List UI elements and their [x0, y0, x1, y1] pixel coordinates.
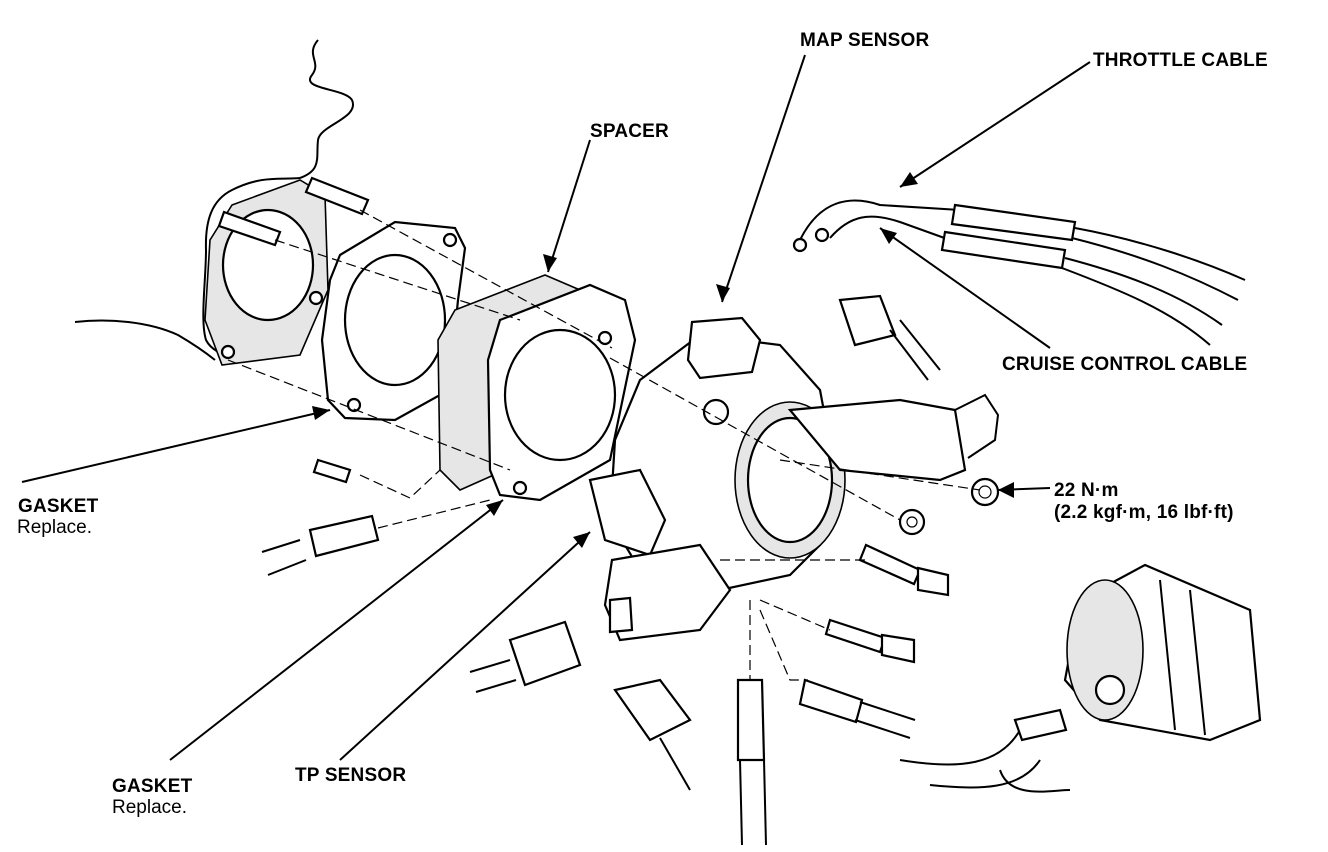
manifold-studs — [217, 176, 370, 247]
gasket-1-part — [320, 220, 467, 422]
alignment-lines — [227, 209, 981, 681]
intake-duct-part — [899, 563, 1262, 793]
gasket-1-note: Replace. — [17, 517, 92, 538]
torque-value-label: 22 N·m — [1054, 480, 1119, 501]
cruise-control-cable-label: CRUISE CONTROL CABLE — [1002, 354, 1248, 375]
throttle-body-part — [588, 316, 1000, 642]
fasteners — [312, 458, 1000, 664]
tp-sensor-label: TP SENSOR — [295, 765, 407, 786]
gasket-1-label: GASKET — [18, 496, 99, 517]
cables — [792, 199, 1246, 346]
throttle-cable-label: THROTTLE CABLE — [1093, 50, 1268, 71]
gasket-2-note: Replace. — [112, 797, 187, 818]
spacer-label: SPACER — [590, 121, 669, 142]
spacer-part — [437, 274, 637, 502]
gasket-2-label: GASKET — [112, 776, 193, 797]
torque-detail-label: (2.2 kgf·m, 16 lbf·ft) — [1054, 502, 1234, 523]
intake-manifold-outline — [74, 39, 354, 366]
hoses-and-connectors — [261, 294, 941, 846]
leader-lines — [21, 54, 1091, 761]
map-sensor-label: MAP SENSOR — [800, 30, 930, 51]
